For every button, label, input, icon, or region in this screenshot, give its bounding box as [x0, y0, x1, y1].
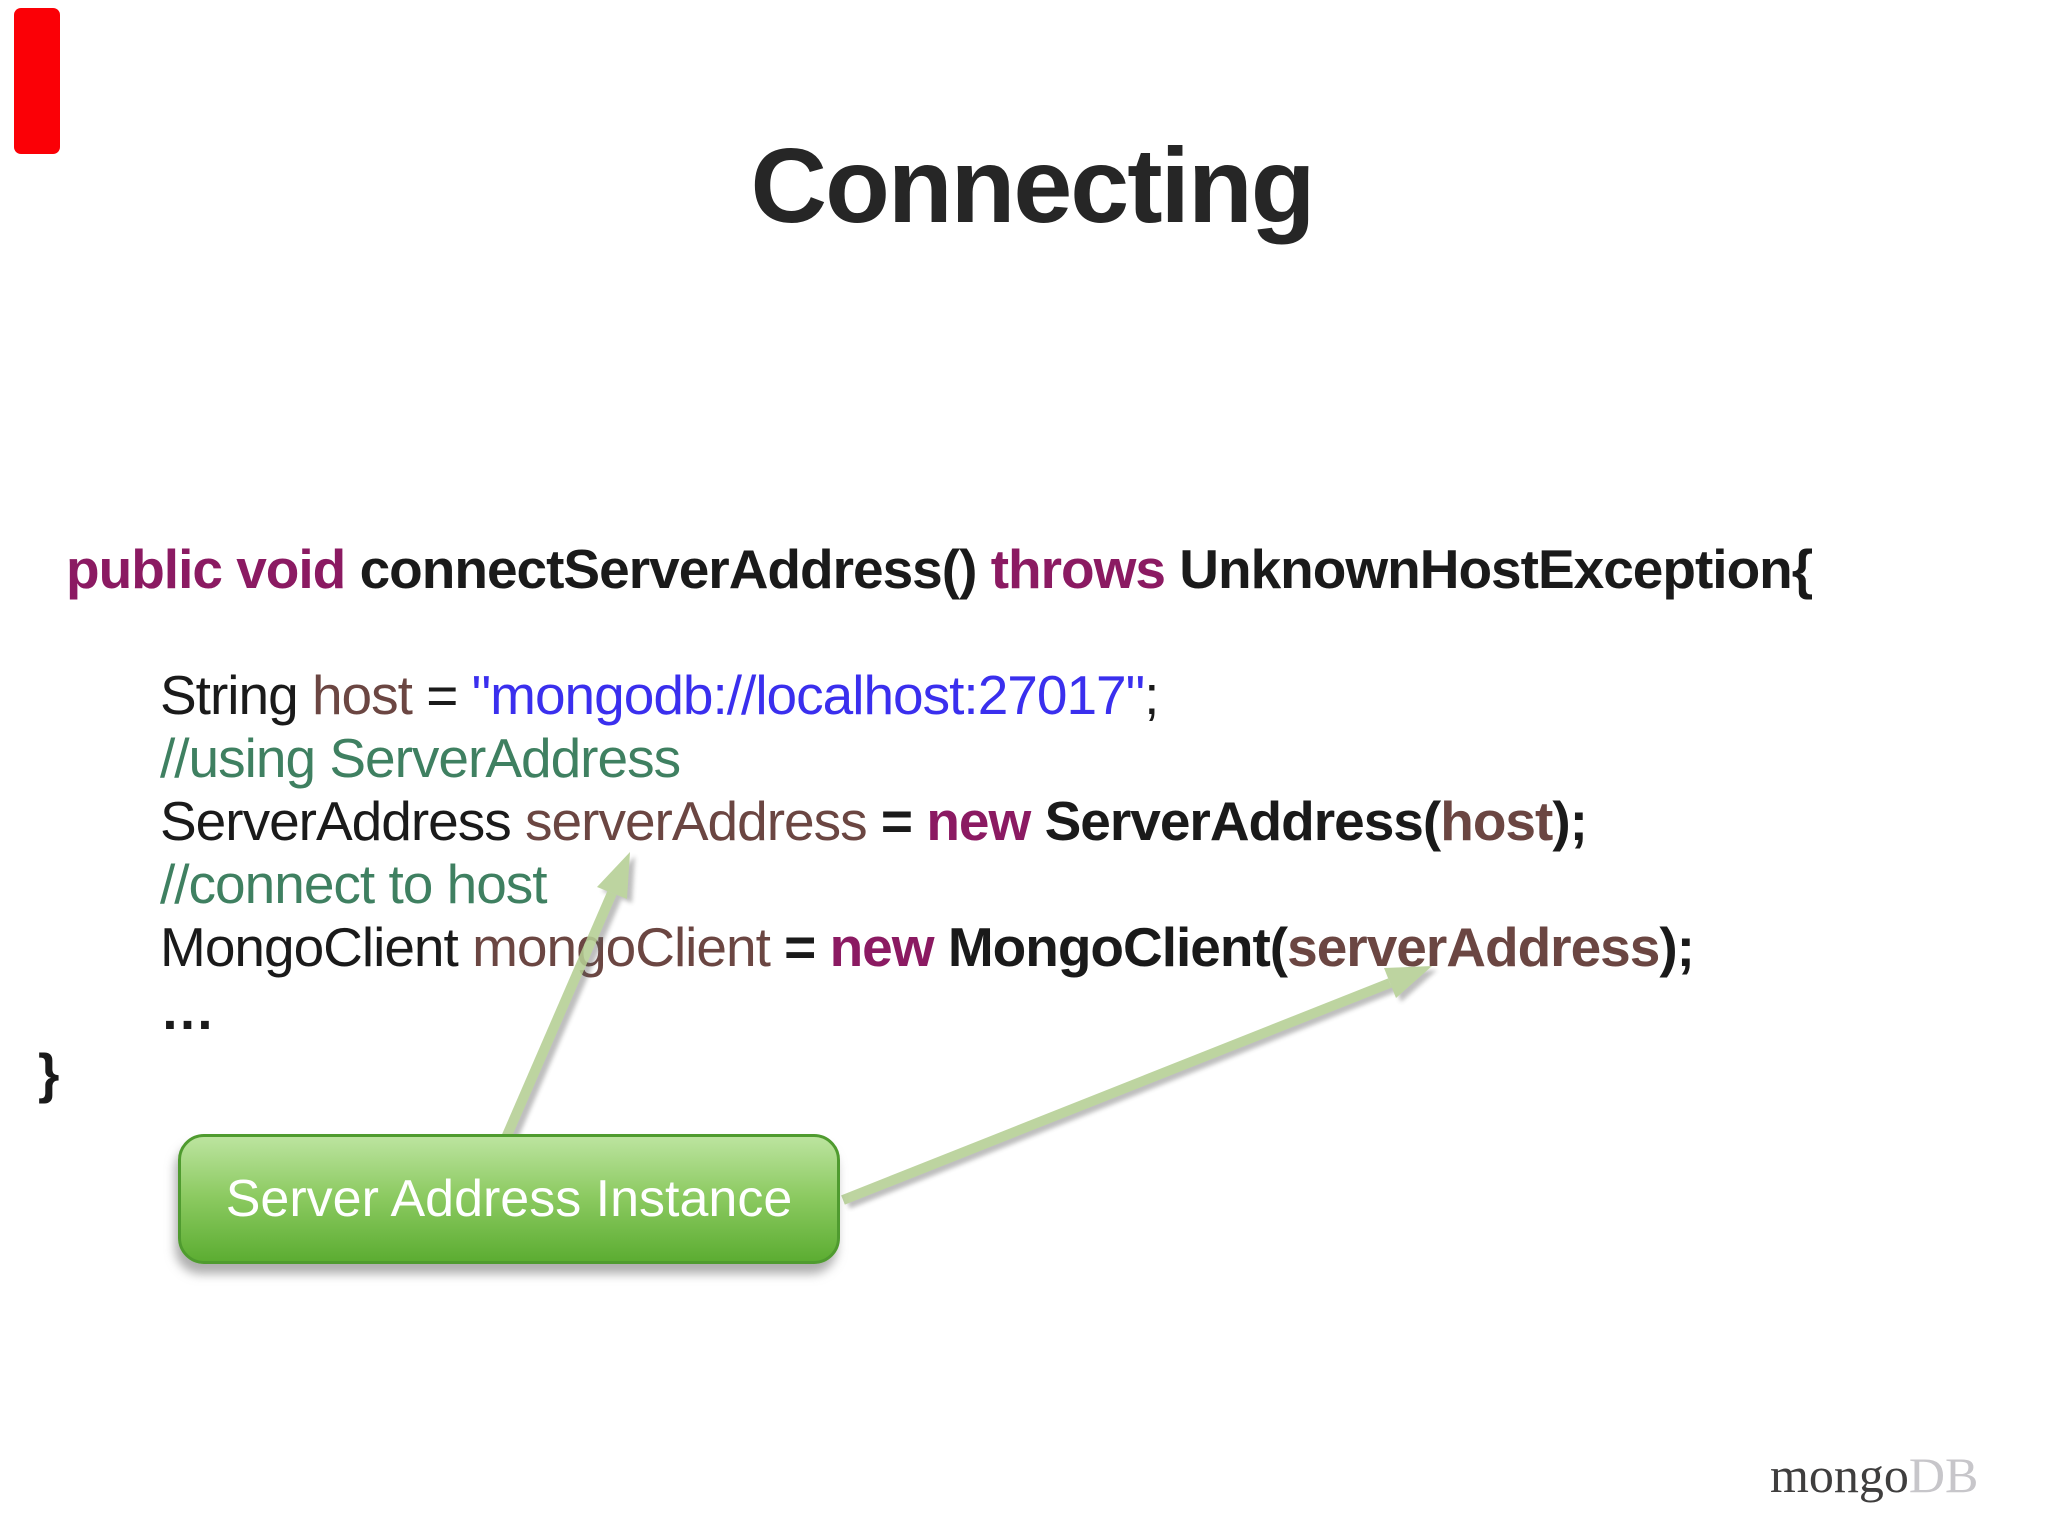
- code-token: host: [1440, 790, 1553, 852]
- code-token: MongoClient(: [947, 916, 1288, 978]
- code-token: throws: [990, 538, 1180, 600]
- code-token: "mongodb://localhost:27017": [471, 664, 1146, 726]
- code-token: }: [38, 1042, 59, 1104]
- code-line: [160, 601, 1812, 664]
- code-token: new: [829, 916, 948, 978]
- code-token: ;: [1144, 664, 1159, 726]
- code-token: …: [160, 979, 215, 1041]
- code-line: public void connectServerAddress() throw…: [66, 538, 1813, 601]
- code-block: public void connectServerAddress() throw…: [38, 538, 1813, 1105]
- callout-label: Server Address Instance: [225, 1170, 793, 1228]
- code-token: host: [311, 664, 427, 726]
- code-token: new: [926, 790, 1045, 852]
- code-token: ServerAddress(: [1044, 790, 1442, 852]
- code-token: //using ServerAddress: [160, 727, 681, 789]
- slide-title: Connecting: [750, 127, 1316, 245]
- code-line: ServerAddress serverAddress = new Server…: [160, 790, 1812, 853]
- code-line: //connect to host: [160, 853, 1812, 916]
- code-token: serverAddress: [1287, 916, 1660, 978]
- code-token: MongoClient: [160, 916, 473, 978]
- code-token: =: [784, 916, 830, 978]
- code-token: ServerAddress: [160, 790, 526, 852]
- mongodb-logo: mongoDB: [1770, 1446, 1978, 1504]
- red-ribbon: [14, 8, 60, 154]
- code-line: MongoClient mongoClient = new MongoClien…: [160, 916, 1812, 979]
- code-line: String host = "mongodb://localhost:27017…: [160, 664, 1812, 727]
- code-token: =: [426, 664, 472, 726]
- mongodb-logo-mongo: mongo: [1770, 1447, 1909, 1503]
- code-line: //using ServerAddress: [160, 727, 1812, 790]
- code-token: //connect to host: [160, 853, 548, 915]
- code-token: connectServerAddress(): [359, 538, 991, 600]
- server-address-instance-callout: Server Address Instance: [178, 1134, 840, 1264]
- code-line: }: [38, 1042, 1812, 1105]
- code-token: );: [1552, 790, 1588, 852]
- code-token: =: [880, 790, 927, 852]
- code-token: serverAddress: [525, 790, 881, 852]
- code-token: );: [1659, 916, 1695, 978]
- code-token: mongoClient: [472, 916, 785, 978]
- mongodb-logo-db: DB: [1908, 1447, 1979, 1503]
- code-line: …: [160, 979, 1812, 1042]
- code-token: public void: [66, 538, 360, 600]
- code-token: UnknownHostException{: [1179, 538, 1813, 600]
- code-token: String: [160, 664, 312, 726]
